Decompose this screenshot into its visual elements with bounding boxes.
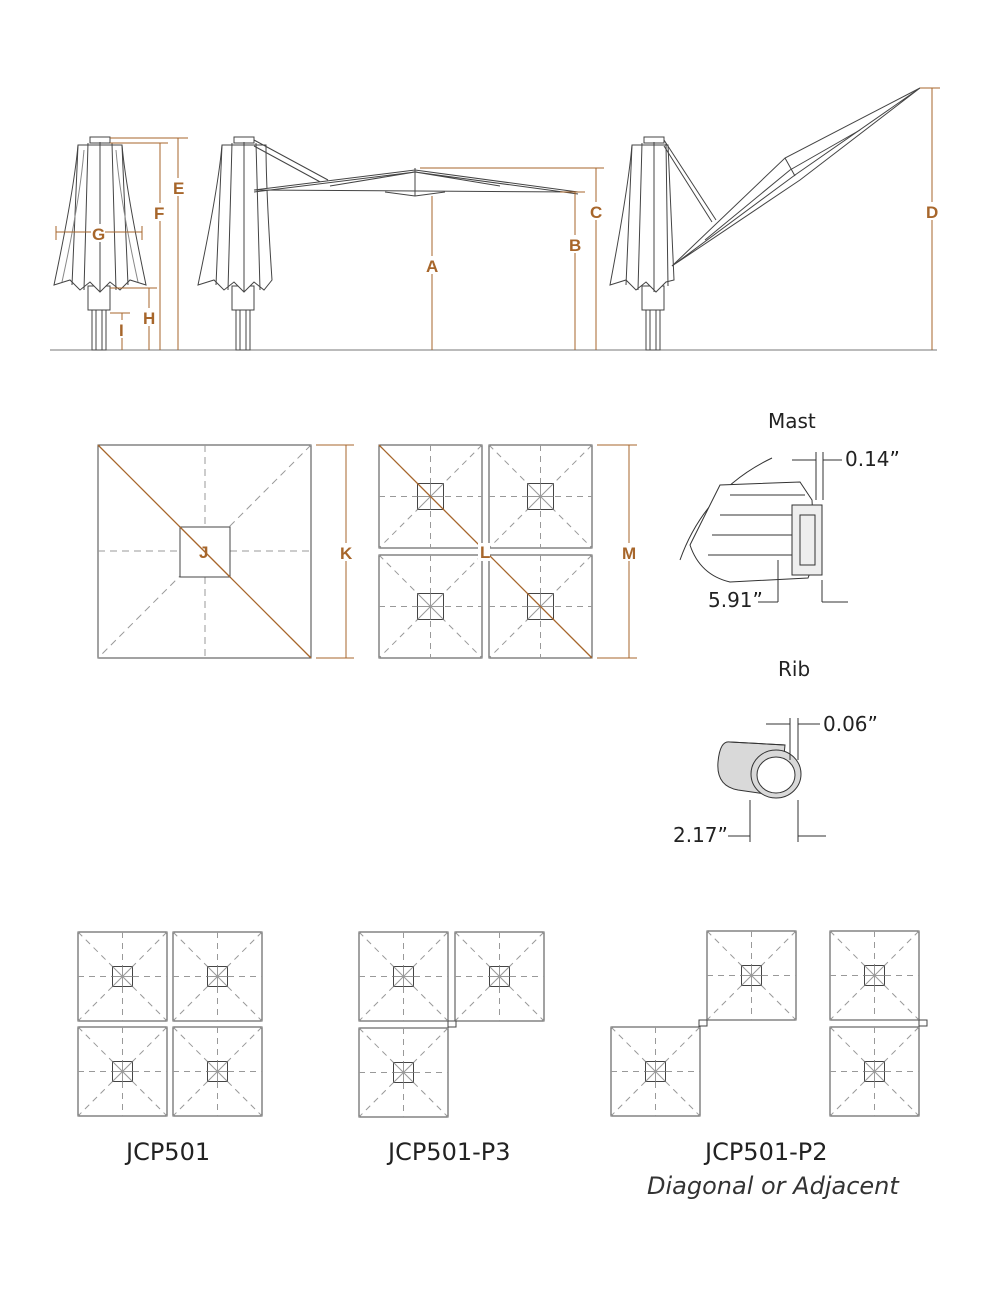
jcp501-p3-canopy-1 [358,931,449,1022]
side-elevation: E F G H I A B C D [50,87,940,351]
jcp501-p2-canopy-1 [706,930,797,1021]
config-name-jcp501-p2: JCP501-P2 [703,1138,828,1166]
config-name-jcp501-p3: JCP501-P3 [386,1138,511,1166]
dim-letter-g: G [92,225,105,244]
single-canopy-plan: J K [97,444,354,659]
jcp501-p2-canopy-3 [829,930,920,1021]
dim-letter-b: B [569,236,581,255]
quad-canopy-3 [378,554,483,659]
dim-letter-l: L [480,543,490,562]
dim-letter-f: F [154,204,164,223]
rib-wall-thickness: 0.06” [823,712,878,736]
dimension-lines [55,87,940,350]
jcp501-p3-canopy-2 [454,931,545,1022]
dim-letter-a: A [426,257,438,276]
mast-title: Mast [768,409,816,433]
jcp501-canopy-2 [172,931,263,1022]
quad-canopy-2 [488,444,593,549]
configurations [77,930,928,1118]
jcp501-canopy-3 [77,1026,168,1117]
dim-letter-d: D [926,203,938,222]
tilted-umbrella [609,87,921,351]
dim-letter-k: K [340,544,353,563]
dim-letter-c: C [590,203,602,222]
mast-wall-thickness: 0.14” [845,447,900,471]
config-name-jcp501: JCP501 [124,1138,210,1166]
rib-profile: Rib 0.06” 2.17” [673,657,878,847]
mast-profile: Mast 0.14” 5.91” [679,409,900,612]
dim-letter-e: E [173,179,184,198]
open-cantilever-umbrella [197,136,579,351]
dim-letter-j: J [199,543,208,562]
rib-width: 2.17” [673,823,728,847]
dimension-letters: E F G H I A B C D [91,178,939,340]
rib-title: Rib [778,657,810,681]
closed-umbrella-1 [53,136,147,351]
config-note-jcp501-p2: Diagonal or Adjacent [647,1172,900,1200]
jcp501-p2-canopy-2 [610,1026,701,1117]
jcp501-canopy-1 [77,931,168,1022]
jcp501-p3-canopy-3 [358,1027,449,1118]
dim-letter-m: M [622,544,636,563]
dim-letter-h: H [143,309,155,328]
jcp501-canopy-4 [172,1026,263,1117]
dim-letter-i: I [119,321,124,340]
mast-width: 5.91” [708,588,763,612]
jcp501-p2-canopy-4 [829,1026,920,1117]
